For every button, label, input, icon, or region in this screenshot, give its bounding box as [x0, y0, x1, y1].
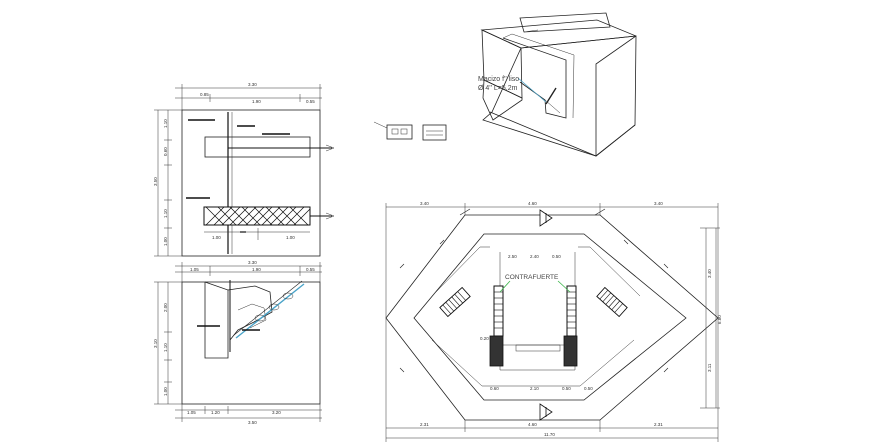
plan-bottom-dim-c: 2.31	[654, 422, 663, 427]
sect-top-dim-total: 3.30	[248, 260, 257, 265]
sect-bottom-dim-a: 1.05	[187, 410, 196, 415]
plan-inner-dim-e: 0.60	[490, 386, 499, 391]
elev-top-dim-a: 0.85	[200, 92, 209, 97]
sect-bottom-dim-b: 1.20	[211, 410, 220, 415]
plan-bottom-dim-a: 2.31	[420, 422, 429, 427]
bar-annotation-line1: Macizo f'' liso	[478, 76, 519, 83]
elevation-view: 3.30 0.85 1.90 0.55 3.50 1.10 0.60 1.10 …	[153, 82, 335, 257]
sect-top-dim-c: 0.55	[306, 267, 315, 272]
plan-bottom-dim-total: 11.70	[544, 432, 555, 437]
elev-left-dim-total: 3.50	[153, 177, 158, 186]
box-3d-view: Macizo f'' liso Ø 4'' L=5.2m	[478, 12, 637, 157]
plan-inner-dim-g: 0.50	[562, 386, 571, 391]
sect-bottom-dim-c: 3.20	[272, 410, 281, 415]
contrafuerte-label: CONTRAFUERTE	[505, 274, 559, 281]
elev-left-dim-a: 1.10	[163, 119, 168, 128]
elev-top-dim-b: 1.90	[252, 99, 261, 104]
sect-left-dim-a: 2.00	[163, 303, 168, 312]
elev-top-dim-c: 0.55	[306, 99, 315, 104]
section-view: 3.30 1.05 1.90 0.55 3.10 2.00 1.10 1.00	[153, 260, 322, 425]
plan-bottom-dim-b: 4.60	[528, 422, 537, 427]
hexagon-plan: CONTRAFUERTE 3.40 4.60 3.40 2.31 4.60 2.…	[385, 201, 722, 442]
elev-left-dim-c: 1.10	[163, 209, 168, 218]
plan-right-dim-b: 6.80	[717, 315, 722, 324]
plan-right-dim-a: 3.40	[707, 269, 712, 278]
sect-left-dim-c: 1.00	[163, 387, 168, 396]
plan-top-dim-c: 3.40	[654, 201, 663, 206]
elev-left-dim-b: 0.60	[163, 147, 168, 156]
sect-top-dim-a: 1.05	[190, 267, 199, 272]
sect-top-dim-b: 1.90	[252, 267, 261, 272]
elev-inner-dim-b: 1.00	[286, 235, 295, 240]
plan-right-dim-c: 3.11	[707, 363, 712, 372]
detail-symbols	[373, 121, 447, 141]
sect-left-dim-total: 3.10	[153, 339, 158, 348]
plan-inner-dim-h: 0.50	[584, 386, 593, 391]
elev-top-dim-total: 3.30	[248, 82, 257, 87]
plan-inner-dim-f: 2.10	[530, 386, 539, 391]
plan-top-dim-a: 3.40	[420, 201, 429, 206]
right-wing-block	[596, 286, 628, 318]
plan-inner-dim-d: 0.20	[480, 336, 489, 341]
sect-bottom-dim-total: 3.50	[248, 420, 257, 425]
plan-inner-dim-c: 0.50	[552, 254, 561, 259]
plan-inner-dim-b: 2.40	[530, 254, 539, 259]
plan-inner-dim-a: 2.50	[508, 254, 517, 259]
sect-left-dim-b: 1.10	[163, 343, 168, 352]
elev-inner-dim-a: 1.00	[212, 235, 221, 240]
left-wing-block	[439, 286, 471, 318]
plan-top-dim-b: 4.60	[528, 201, 537, 206]
elev-left-dim-d: 1.00	[163, 237, 168, 246]
bar-annotation-line2: Ø 4'' L=5.2m	[478, 85, 518, 92]
